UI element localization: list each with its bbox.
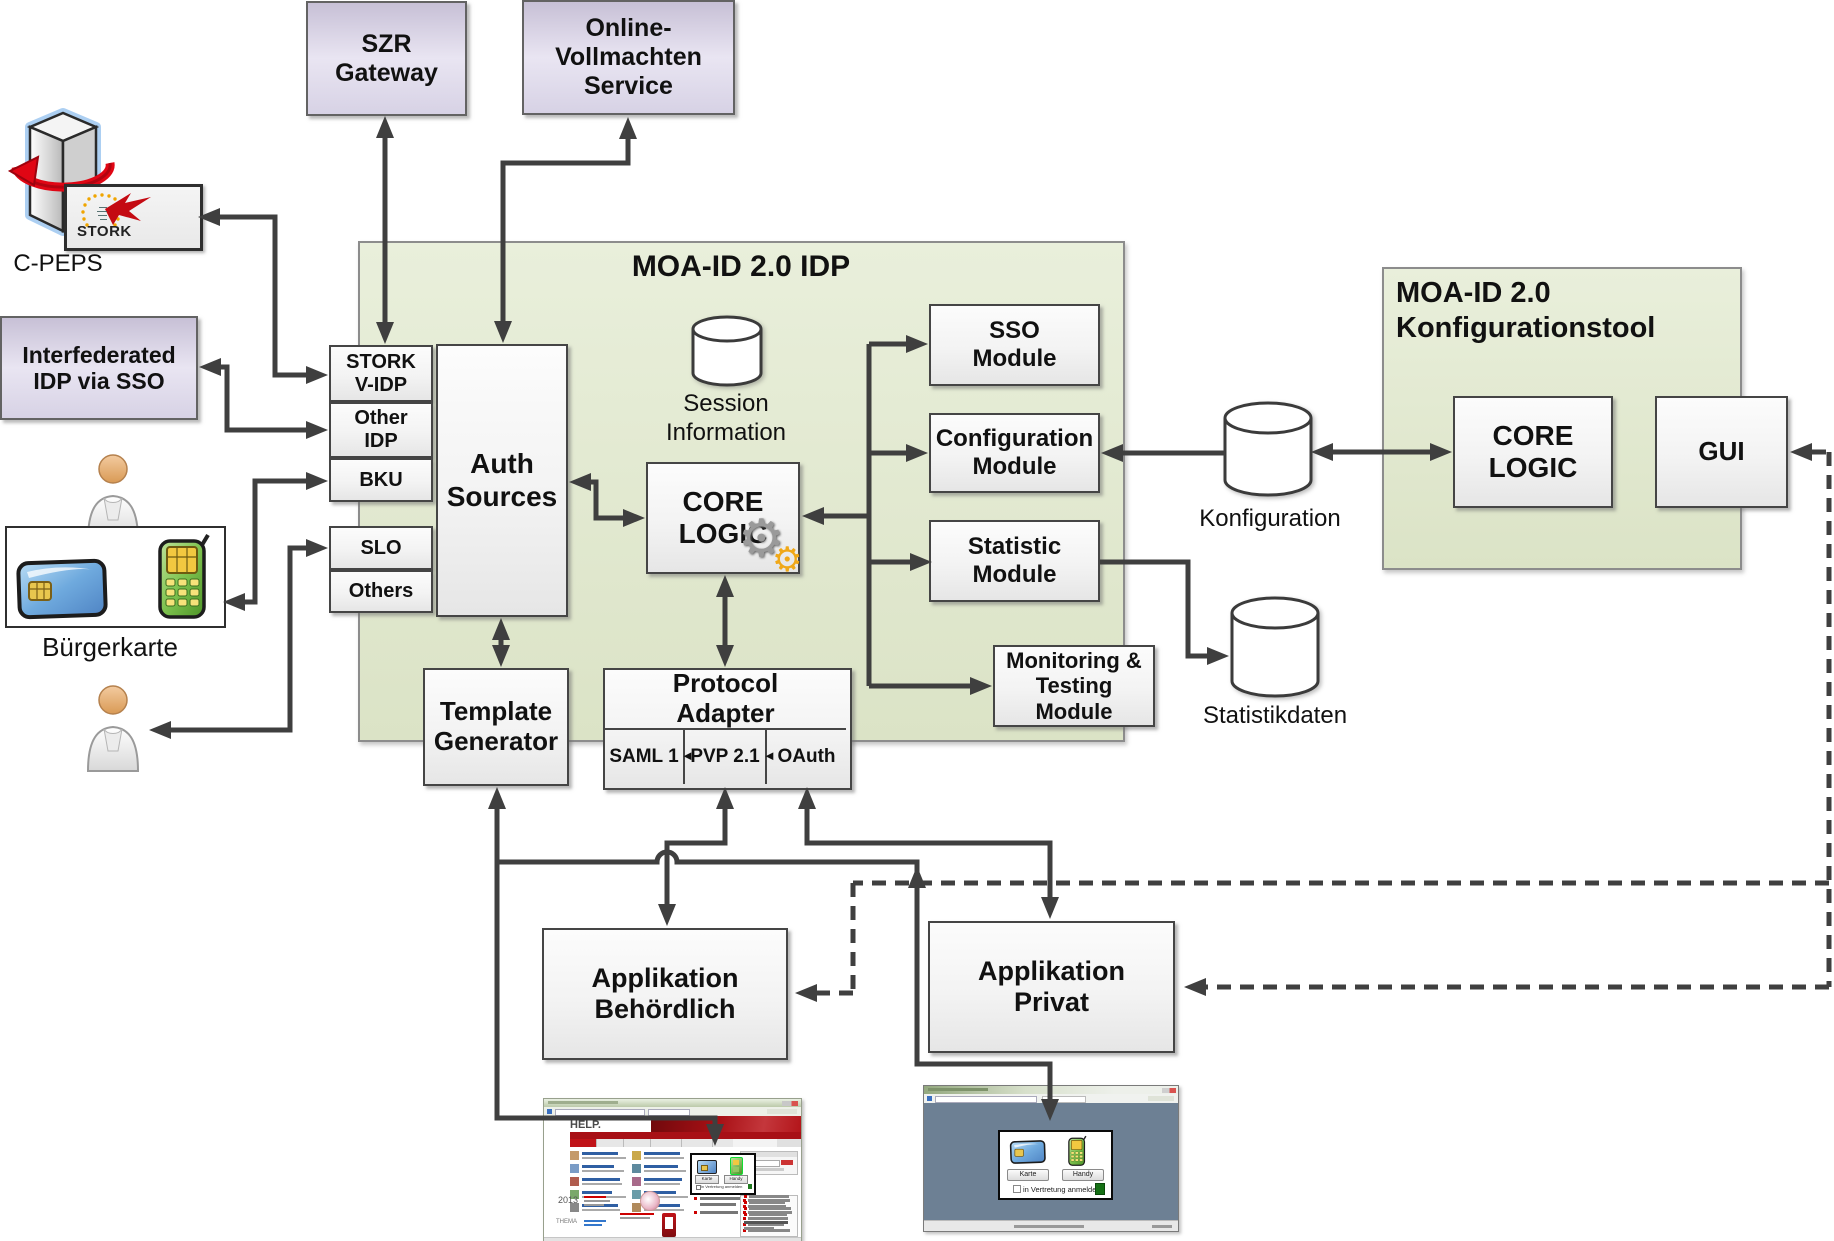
node-slo: SLO	[329, 526, 433, 570]
stork-logo-label: STORK	[77, 223, 132, 240]
node-pvp21: PVP 2.1	[685, 728, 767, 784]
help-year: 2013	[558, 1195, 579, 1205]
konfiguration-db-icon	[1223, 401, 1313, 497]
help-thema: THEMA	[556, 1219, 577, 1225]
connector-pvp-appbehoerdlich	[664, 805, 728, 907]
node-app-privat: Applikation Privat	[928, 921, 1175, 1053]
protocol-adapter-label: Protocol Adapter	[672, 668, 779, 728]
citizen-icon	[86, 685, 140, 772]
stork-bird-icon	[81, 193, 151, 227]
connector-buergerkarte-bku	[243, 478, 310, 605]
stork-logo-box: STORK	[64, 184, 203, 251]
vertretung-label: in Vertretung anmelden	[1023, 1185, 1101, 1194]
card-icon	[16, 558, 108, 620]
mobile-phone-icon	[158, 533, 210, 619]
node-online-vollmachten: Online- Vollmachten Service	[522, 0, 735, 115]
node-configuration-module: Configuration Module	[929, 413, 1100, 493]
gear-icon: ⚙	[738, 510, 785, 568]
help-titlebar	[544, 1099, 801, 1107]
node-monitoring-module: Monitoring & Testing Module	[993, 645, 1155, 727]
app-titlebar	[924, 1086, 1178, 1094]
cpeps-label: C-PEPS	[13, 250, 103, 277]
karte-button: Karte	[1007, 1169, 1049, 1181]
screenshot-help-website: HELP.	[543, 1098, 802, 1241]
buergerkarte-label: Bürgerkarte	[42, 632, 178, 662]
mobile-phone-icon	[1068, 1135, 1087, 1166]
screenshot-private-app: Karte Handy in Vertretung anmelden	[923, 1085, 1179, 1232]
node-other-idp: Other IDP	[329, 402, 433, 458]
help-logo: HELP.	[570, 1119, 601, 1131]
card-icon	[1009, 1140, 1046, 1164]
node-core-logic: CORE LOGIC	[646, 462, 800, 574]
buergerkarte-box	[5, 526, 226, 628]
node-stork-vidp: STORK V-IDP	[329, 345, 433, 402]
connector-stork-storkvidp	[217, 214, 310, 378]
handy-button: Handy	[1062, 1169, 1104, 1181]
help-header: HELP.	[544, 1116, 801, 1132]
node-others: Others	[329, 570, 433, 613]
node-interfederated-idp: Interfederated IDP via SSO	[0, 316, 198, 420]
node-gui: GUI	[1655, 396, 1788, 508]
statistikdaten-db-icon	[1230, 596, 1320, 698]
mobile-phone-icon	[730, 1157, 743, 1175]
konfiguration-label: Konfiguration	[1199, 505, 1341, 532]
cell-arrow-icon: ◄	[763, 748, 776, 763]
node-auth-sources: Auth Sources	[436, 344, 568, 617]
session-info-label: Session Information	[665, 390, 787, 446]
statistikdaten-label: Statistikdaten	[1202, 702, 1348, 729]
help-tabs	[570, 1139, 801, 1147]
node-saml1: SAML 1	[605, 728, 685, 784]
node-tool-core-logic: CORE LOGIC	[1453, 396, 1613, 508]
node-template-generator: Template Generator	[423, 668, 569, 786]
app-statusbar	[924, 1220, 1178, 1231]
help-link-list	[570, 1151, 690, 1212]
node-app-behoerdlich: Applikation Behördlich	[542, 928, 788, 1060]
help-addressbar	[544, 1107, 801, 1116]
konfigtool-title: MOA-ID 2.0 Konfigurationstool	[1396, 277, 1656, 344]
connector-interfed-otheridp	[218, 364, 310, 433]
node-protocol-adapter: Protocol Adapter SAML 1 PVP 2.1 OAuth ◄ …	[603, 668, 852, 790]
node-statistic-module: Statistic Module	[929, 520, 1100, 602]
phone-app-thumb	[662, 1213, 676, 1237]
help-red-banner	[570, 1132, 801, 1139]
app-addressbar	[924, 1094, 1178, 1103]
karte-button: Karte	[695, 1175, 719, 1184]
gear-small-icon: ⚙	[772, 541, 803, 579]
node-szr-gateway: SZR Gateway	[306, 1, 467, 116]
help-statusbar	[544, 1237, 801, 1241]
node-sso-module: SSO Module	[929, 304, 1100, 386]
help-login-widget: Karte Handy in Vertretung anmelden	[690, 1153, 756, 1195]
vertretung-label: in Vertretung anmelden	[701, 1184, 743, 1189]
node-oauth: OAuth	[767, 728, 846, 784]
app-login-widget: Karte Handy in Vertretung anmelden	[998, 1130, 1113, 1200]
node-bku: BKU	[329, 458, 433, 502]
connector-oauth-appprivat	[804, 805, 1053, 900]
card-icon	[697, 1160, 717, 1174]
handy-button: Handy	[724, 1175, 748, 1184]
session-db-icon	[691, 315, 763, 387]
idp-title: MOA-ID 2.0 IDP	[631, 250, 851, 283]
cell-arrow-icon: ◄	[681, 748, 694, 763]
